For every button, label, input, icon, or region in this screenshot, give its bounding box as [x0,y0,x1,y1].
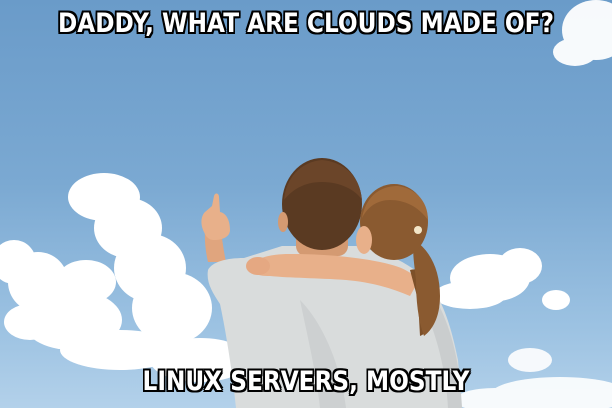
meme-top-text: DADDY, WHAT ARE CLOUDS MADE OF? [58,8,554,39]
meme-bottom-text: LINUX SERVERS, MOSTLY [142,366,470,397]
girl-head [356,184,440,336]
girl-arm [246,254,418,296]
man-pointing-arm [201,193,230,262]
cloud-top-right [553,0,612,66]
cloud-right [434,248,570,310]
man-head [278,158,362,256]
cloud-bottom-right [455,348,612,408]
cloud-left [0,173,250,382]
